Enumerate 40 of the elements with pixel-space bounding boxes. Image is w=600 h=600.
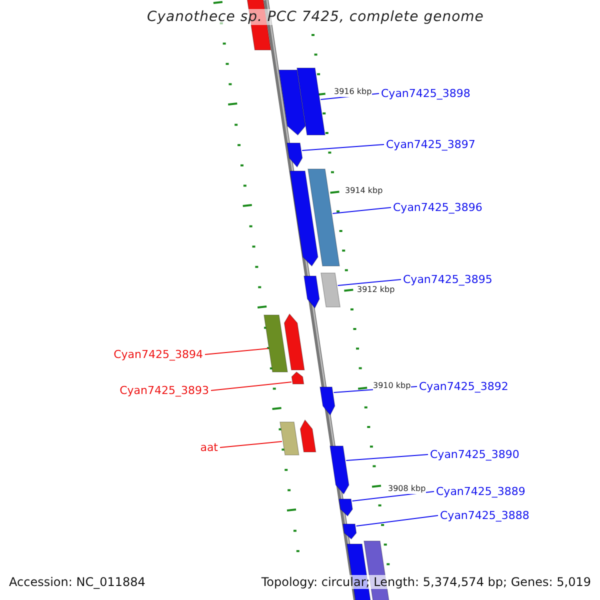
leader-line	[302, 144, 384, 151]
leader-line	[346, 454, 428, 461]
gene-block	[299, 420, 316, 452]
gene-bar	[280, 422, 299, 455]
gene-block	[343, 524, 358, 539]
gene-label: Cyan7425_3889	[436, 485, 526, 498]
leader-line	[210, 382, 292, 391]
leader-line	[356, 515, 438, 526]
scale-label: 3916 kbp	[334, 87, 372, 97]
title: Cyanothece sp. PCC 7425, complete genome	[147, 9, 484, 25]
leader-line	[220, 441, 282, 448]
gene-label: Cyan7425_3895	[403, 273, 492, 286]
gene-block	[339, 499, 354, 516]
scale-label: 3912 kbp	[357, 285, 395, 295]
gene-bar	[308, 169, 340, 266]
gene-label: Cyan7425_3898	[381, 87, 470, 100]
gene-block	[287, 143, 304, 167]
leader-line	[204, 348, 269, 355]
info-text: Accession: NC_011884	[9, 575, 146, 589]
gene-label: Cyan7425_3897	[386, 138, 476, 151]
gene-block	[279, 70, 307, 135]
scale-label: 3908 kbp	[388, 484, 426, 494]
gene-bar	[321, 273, 340, 307]
gene-label: Cyan7425_3892	[419, 380, 508, 393]
gene-label: Cyan7425_3894	[114, 348, 203, 361]
gene-label: Cyan7425_3888	[440, 509, 530, 522]
info-text: Topology: circular; Length: 5,374,574 bp; Genes: 5,019	[261, 575, 591, 589]
gene-bar	[264, 315, 288, 372]
gene-label: Cyan7425_3896	[393, 201, 482, 214]
gene-block	[330, 446, 350, 494]
gene-block	[320, 387, 336, 415]
gene-block	[290, 171, 320, 266]
gene-label: aat	[200, 441, 218, 454]
leader-line	[337, 279, 402, 286]
scale-label: 3910 kbp	[373, 381, 411, 391]
leader-line	[332, 207, 392, 214]
gene-label: Cyan7425_3890	[430, 448, 520, 461]
gene-bar	[297, 68, 326, 135]
gene-block	[304, 276, 321, 308]
gene-label: Cyan7425_3893	[120, 384, 209, 397]
